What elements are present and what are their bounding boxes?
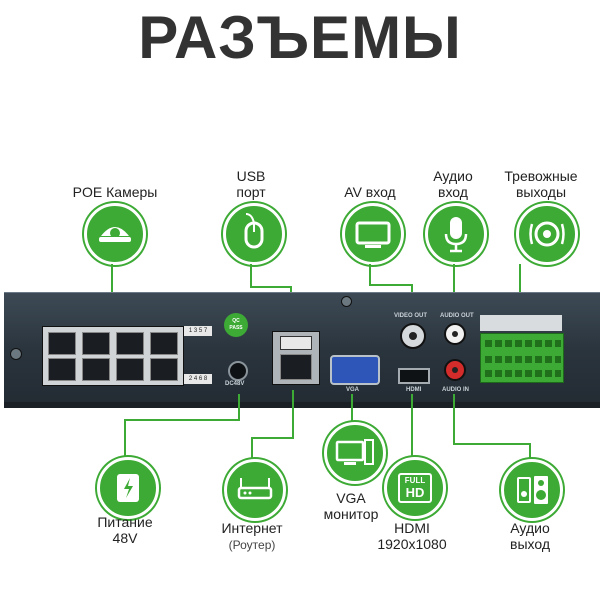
port-numbers-top: 1 3 5 7 bbox=[184, 326, 212, 336]
audio-out-connector-line bbox=[453, 394, 455, 444]
ethernet-port[interactable] bbox=[150, 358, 178, 381]
usb-connector-line bbox=[250, 264, 252, 286]
hdmi-port[interactable] bbox=[398, 368, 430, 384]
lan-connector-line-h bbox=[251, 437, 294, 439]
ethernet-port[interactable] bbox=[48, 358, 76, 381]
av-connector-line-h bbox=[369, 284, 413, 286]
audio-in-connector-line bbox=[453, 264, 455, 318]
audio-out-connector-line-h bbox=[453, 443, 531, 445]
internet-label: Интернет(Роутер) bbox=[221, 520, 283, 552]
usb-connector-line-h bbox=[250, 286, 292, 288]
audio-out-mark: AUDIO OUT bbox=[440, 313, 474, 319]
mouse-icon bbox=[223, 203, 285, 265]
usb-lan-block bbox=[272, 331, 320, 385]
bnc-video-out[interactable] bbox=[400, 323, 426, 349]
screw bbox=[10, 348, 22, 360]
screw bbox=[341, 296, 352, 307]
ethernet-port[interactable] bbox=[82, 358, 110, 381]
power-connector-line-v bbox=[124, 419, 126, 457]
hdmi-connector-line bbox=[411, 394, 413, 456]
lan-connector-line bbox=[292, 390, 294, 438]
nvr-bottom-edge bbox=[4, 402, 600, 408]
full-hd-icon: FULL HD bbox=[384, 457, 446, 519]
usb-port[interactable] bbox=[280, 336, 312, 350]
poe-port-block bbox=[42, 326, 184, 386]
ethernet-port[interactable] bbox=[116, 358, 144, 381]
audio-in-mark: AUDIO IN bbox=[442, 387, 469, 393]
ethernet-port[interactable] bbox=[116, 332, 144, 355]
full-hd-badge-bottom: HD bbox=[405, 485, 425, 500]
alarm-terminal-block[interactable] bbox=[480, 333, 564, 383]
audio-in-jack[interactable] bbox=[444, 359, 466, 381]
full-hd-badge-top: FULL bbox=[404, 476, 426, 485]
microphone-icon bbox=[425, 203, 487, 265]
page-title: РАЗЪЕМЫ bbox=[138, 4, 462, 71]
power-plug-icon bbox=[97, 457, 159, 519]
router-icon bbox=[224, 459, 286, 521]
vga-connector-line bbox=[351, 394, 353, 422]
alarm-label-strip bbox=[480, 315, 562, 331]
power-connector-line bbox=[238, 394, 240, 420]
vga-mark: VGA bbox=[346, 387, 360, 393]
poe-cameras-label: POE Камеры bbox=[72, 184, 158, 200]
dome-camera-icon bbox=[84, 203, 146, 265]
hdmi-mark: HDMI bbox=[406, 387, 422, 393]
ethernet-port[interactable] bbox=[48, 332, 76, 355]
av-input-label: AV вход bbox=[344, 184, 396, 200]
video-out-mark: VIDEO OUT bbox=[394, 313, 428, 319]
ethernet-port[interactable] bbox=[150, 332, 178, 355]
dc48v-mark: DC48V bbox=[225, 381, 245, 387]
lan-port[interactable] bbox=[280, 354, 312, 380]
lan-connector-line-v bbox=[251, 437, 253, 459]
audio-out-jack[interactable] bbox=[444, 323, 466, 345]
monitor-icon bbox=[342, 203, 404, 265]
speaker-icon bbox=[501, 459, 563, 521]
power-connector-line-h bbox=[124, 419, 240, 421]
vga-port[interactable] bbox=[330, 355, 380, 385]
pc-monitor-icon bbox=[324, 422, 386, 484]
port-numbers-bottom: 2 4 6 8 bbox=[184, 374, 212, 384]
dc-power-jack[interactable] bbox=[228, 361, 248, 381]
alarm-siren-icon bbox=[516, 203, 578, 265]
ethernet-port[interactable] bbox=[82, 332, 110, 355]
audio-out-connector-line-v bbox=[529, 443, 531, 459]
av-connector-line bbox=[369, 264, 371, 284]
